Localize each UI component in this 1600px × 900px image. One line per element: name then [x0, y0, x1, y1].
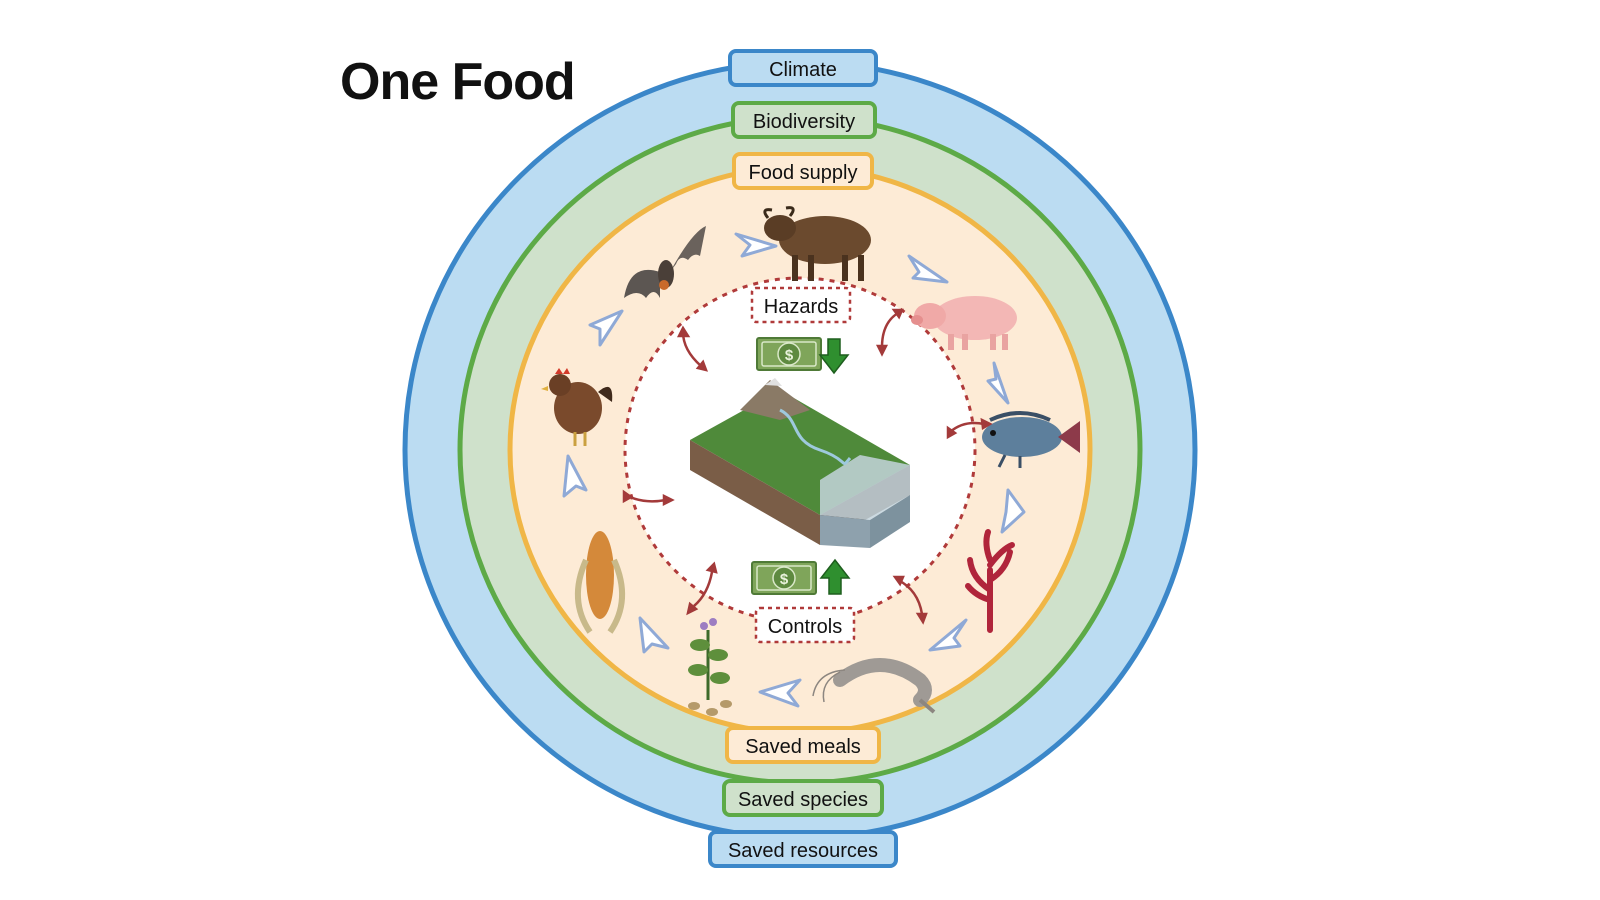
fish-icon — [982, 411, 1080, 468]
pig-icon — [911, 296, 1017, 350]
climate-label: Climate — [769, 59, 837, 81]
money-bill-icon: $ — [751, 561, 817, 595]
cycle-arrow-icon — [588, 309, 624, 347]
money-bill-icon: $ — [756, 337, 822, 371]
bidirectional-arrows — [622, 308, 993, 625]
saved-meals-label: Saved meals — [745, 736, 861, 758]
corn-icon — [574, 531, 626, 634]
cycle-arrow-icon — [986, 361, 1010, 405]
controls-label: Controls — [768, 616, 842, 638]
cycle-arrow-icon — [562, 454, 588, 498]
climate-label-box: Climate — [728, 49, 878, 87]
arrow-up-icon — [819, 558, 851, 595]
bat-icon — [624, 226, 706, 298]
saved-meals-label-box: Saved meals — [725, 726, 881, 764]
hazards-label-box: Hazards — [750, 286, 852, 324]
chicken-icon — [541, 368, 613, 446]
bidirectional-arrow-icon — [946, 417, 993, 440]
biodiversity-label-box: Biodiversity — [731, 101, 877, 139]
saved-species-label-box: Saved species — [722, 779, 884, 817]
seaweed-icon — [965, 529, 1015, 633]
money-symbol-bottom: $ — [780, 571, 789, 588]
bidirectional-arrow-icon — [875, 308, 904, 357]
cycle-arrow-icon — [928, 618, 968, 652]
saved-resources-label: Saved resources — [728, 840, 878, 862]
cycle-arrows — [562, 232, 1026, 708]
biodiversity-label: Biodiversity — [753, 111, 855, 133]
shrimp-icon — [812, 658, 936, 714]
money-symbol-top: $ — [785, 347, 794, 364]
hazards-label: Hazards — [764, 296, 838, 318]
landscape-icon — [690, 378, 910, 548]
money-down-group: $ — [756, 337, 850, 375]
saved-resources-label-box: Saved resources — [708, 830, 898, 868]
cycle-arrow-icon — [638, 616, 670, 654]
buffalo-icon — [763, 206, 871, 281]
food-supply-label-box: Food supply — [732, 152, 874, 190]
bidirectional-arrow-icon — [686, 561, 718, 616]
cycle-arrow-icon — [907, 254, 949, 284]
cycle-arrow-icon — [734, 232, 778, 258]
food-supply-label: Food supply — [749, 162, 858, 184]
page-title: One Food — [340, 53, 576, 111]
cycle-arrow-icon — [758, 678, 802, 708]
bidirectional-arrow-icon — [622, 489, 675, 507]
potato-plant-icon — [688, 618, 732, 716]
bidirectional-arrow-icon — [892, 575, 928, 625]
controls-label-box: Controls — [754, 606, 856, 644]
bidirectional-arrow-icon — [676, 325, 709, 372]
saved-species-label: Saved species — [738, 789, 868, 811]
money-up-group: $ — [751, 558, 851, 595]
arrow-down-icon — [818, 338, 850, 375]
cycle-arrow-icon — [1000, 488, 1026, 534]
